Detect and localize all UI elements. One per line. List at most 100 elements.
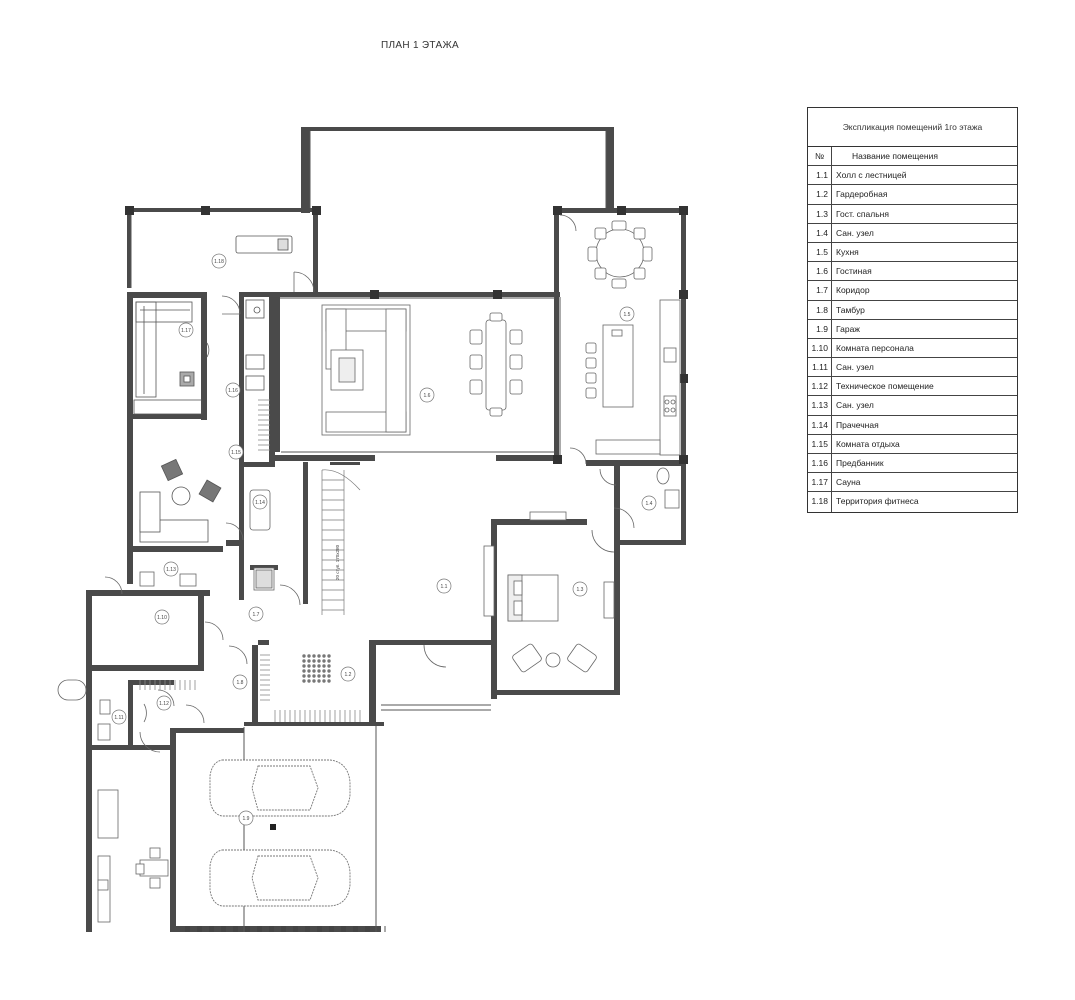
room-number: 1.3 (808, 204, 832, 223)
room-number: 1.16 (808, 454, 832, 473)
room-number: 1.18 (808, 492, 832, 512)
room-name: Сан. узел (836, 362, 874, 373)
sauna-benches (133, 301, 203, 415)
header-num: № (808, 147, 832, 166)
room-name: Коридор (836, 285, 870, 296)
tag-1.5: 1.5 (624, 312, 631, 318)
room-number: 1.10 (808, 338, 832, 358)
room-number: 1.11 (808, 358, 832, 377)
table-row: 1.9 Гараж (808, 319, 1017, 339)
room-number: 1.14 (808, 415, 832, 434)
tag-1.11: 1.11 (114, 715, 124, 721)
room-name: Техническое помещение (836, 381, 934, 392)
table-row: 1.16 Предбанник (808, 454, 1017, 474)
table-row: 1.15 Комната отдыха (808, 434, 1017, 454)
table-row: 1.12 Техническое помещение (808, 377, 1017, 397)
room-name: Гардеробная (836, 189, 888, 200)
tag-1.13: 1.13 (166, 567, 176, 573)
tag-1.1: 1.1 (441, 584, 448, 590)
room-number: 1.2 (808, 185, 832, 204)
room-name: Гараж (836, 323, 860, 334)
room-tags (111, 253, 657, 826)
floor-plan: 20 ступ. 170х280 (57, 127, 688, 932)
hatched-panel (258, 399, 270, 451)
tag-1.10: 1.10 (157, 615, 167, 621)
room-name: Комната отдыха (836, 438, 900, 449)
staircase (321, 469, 361, 615)
pillars (125, 206, 688, 464)
room-name: Комната персонала (836, 342, 914, 353)
room-name: Сан. узел (836, 400, 874, 411)
room-number: 1.15 (808, 434, 832, 453)
dining-table (469, 312, 523, 417)
room-number: 1.17 (808, 473, 832, 492)
tag-1.14: 1.14 (255, 500, 265, 506)
table-row: 1.18 Территория фитнеса (808, 492, 1017, 512)
room-name: Сан. узел (836, 227, 874, 238)
bathroom-fixtures (656, 467, 680, 509)
tag-1.12: 1.12 (159, 701, 169, 707)
table-row: 1.5 Кухня (808, 242, 1017, 263)
tag-1.16: 1.16 (228, 388, 238, 394)
room-name: Кухня (836, 246, 859, 257)
doors (104, 214, 635, 753)
ottoman (302, 654, 331, 683)
table-row: 1.6 Гостиная (808, 262, 1017, 282)
room-number: 1.5 (808, 242, 832, 262)
room-number: 1.12 (808, 377, 832, 396)
garage-door-blocks (185, 926, 370, 932)
treadmill (235, 235, 293, 254)
room-schedule-table: Экспликация помещений 1го этажа № Назван… (807, 107, 1018, 513)
room-name: Прачечная (836, 419, 879, 430)
room-name: Территория фитнеса (836, 496, 919, 507)
kitchen-island (585, 299, 681, 456)
round-dining-table (587, 220, 653, 289)
tag-1.4: 1.4 (646, 501, 653, 507)
tag-1.7: 1.7 (253, 612, 260, 618)
table-row: 1.17 Сауна (808, 473, 1017, 493)
stair-note: 20 ступ. 170х280 (335, 544, 340, 580)
car-upper (209, 759, 351, 817)
tag-1.18: 1.18 (214, 259, 224, 265)
room-tag-labels: 1.18 1.17 1.16 1.15 1.6 1.5 1.14 1.4 1.1… (114, 259, 652, 822)
room-name: Предбанник (836, 458, 884, 468)
staff-room-furniture (57, 571, 197, 923)
table-row: 1.2 Гардеробная (808, 185, 1017, 205)
tag-1.15: 1.15 (231, 450, 241, 456)
room-number: 1.8 (808, 300, 832, 319)
room-name: Тамбур (836, 304, 865, 315)
room-number: 1.9 (808, 319, 832, 338)
tag-1.6: 1.6 (424, 393, 431, 399)
table-row: 1.8 Тамбур (808, 300, 1017, 320)
table-row: 1.7 Коридор (808, 281, 1017, 301)
sofa-set (321, 304, 411, 436)
header-name: Название помещения (852, 151, 938, 161)
room-name: Гостиная (836, 266, 872, 277)
room-number: 1.4 (808, 223, 832, 242)
room-schedule-title: Экспликация помещений 1го этажа (808, 108, 1017, 147)
wardrobe-shelves (139, 654, 361, 722)
table-row: 1.11 Сан. узел (808, 358, 1017, 378)
tag-1.2: 1.2 (345, 672, 352, 678)
tag-1.8: 1.8 (237, 680, 244, 686)
thin-lines (130, 131, 607, 932)
table-row: 1.14 Прачечная (808, 415, 1017, 435)
page-title: ПЛАН 1 ЭТАЖА (381, 40, 459, 51)
walls (86, 127, 686, 932)
room-name: Холл с лестницей (836, 170, 907, 181)
room-name: Сауна (836, 477, 861, 488)
room-number: 1.7 (808, 281, 832, 300)
tag-1.17: 1.17 (181, 328, 191, 334)
table-row: 1.4 Сан. узел (808, 223, 1017, 243)
bedroom-furniture (483, 511, 615, 673)
garage-drain (270, 824, 276, 830)
table-row: 1.10 Комната персонала (808, 338, 1017, 359)
room-number: 1.6 (808, 262, 832, 281)
room-schedule-header: № Название помещения (808, 147, 1017, 167)
car-lower (209, 849, 351, 907)
showers (245, 299, 265, 391)
tag-1.9: 1.9 (243, 816, 250, 822)
